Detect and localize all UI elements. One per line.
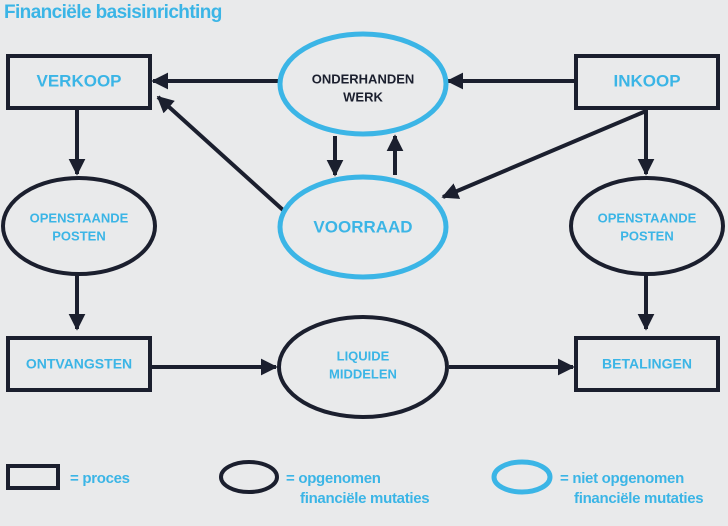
node-onderhanden-werk: ONDERHANDEN WERK: [277, 31, 449, 137]
voorraad-label: VOORRAAD: [313, 217, 412, 236]
node-voorraad: VOORRAAD: [277, 174, 449, 280]
arrow-inkoop-to-voorraad: [441, 109, 647, 199]
openstaande-right-line1: OPENSTAANDE: [598, 210, 697, 225]
openstaande-right-line2: POSTEN: [620, 228, 673, 243]
onderhanden-label-line1: ONDERHANDEN: [312, 71, 415, 86]
diagram-title: Financiële basisinrichting: [4, 2, 222, 23]
node-openstaande-posten-right: OPENSTAANDE POSTEN: [569, 176, 725, 276]
connectors: [68, 72, 655, 376]
legend-niet-opgenomen-line2: financiële mutaties: [574, 490, 703, 507]
legend-opgenomen-line1: = opgenomen: [286, 470, 381, 487]
liquide-line1: LIQUIDE: [337, 348, 390, 363]
legend-opgenomen-line2: financiële mutaties: [300, 490, 429, 507]
legend-niet-opgenomen: = niet opgenomen financiële mutaties: [491, 459, 704, 507]
node-betalingen: BETALINGEN: [574, 336, 720, 392]
node-inkoop: INKOOP: [574, 54, 720, 110]
node-ontvangsten: ONTVANGSTEN: [6, 336, 152, 392]
ontvangsten-label: ONTVANGSTEN: [26, 356, 132, 372]
node-verkoop: VERKOOP: [6, 54, 152, 110]
arrow-voorraad-to-verkoop: [156, 95, 285, 212]
onderhanden-label-line2: WERK: [343, 89, 383, 104]
legend-niet-opgenomen-swatch: [491, 459, 553, 495]
verkoop-label: VERKOOP: [36, 71, 121, 90]
node-liquide-middelen: LIQUIDE MIDDELEN: [277, 315, 449, 419]
legend-proces: = proces: [6, 464, 130, 490]
legend-niet-opgenomen-line1: = niet opgenomen: [560, 470, 684, 487]
liquide-line2: MIDDELEN: [329, 366, 397, 381]
node-openstaande-posten-left: OPENSTAANDE POSTEN: [1, 176, 157, 276]
legend-opgenomen-swatch: [219, 460, 279, 494]
betalingen-label: BETALINGEN: [602, 356, 692, 372]
legend-opgenomen: = opgenomen financiële mutaties: [219, 460, 430, 507]
openstaande-left-line1: OPENSTAANDE: [30, 210, 129, 225]
inkoop-label: INKOOP: [613, 71, 680, 90]
legend: = proces = opgenomen financiële mutaties…: [6, 459, 704, 507]
legend-proces-label: = proces: [70, 470, 130, 487]
legend-proces-swatch: [6, 464, 60, 490]
openstaande-left-line2: POSTEN: [52, 228, 105, 243]
